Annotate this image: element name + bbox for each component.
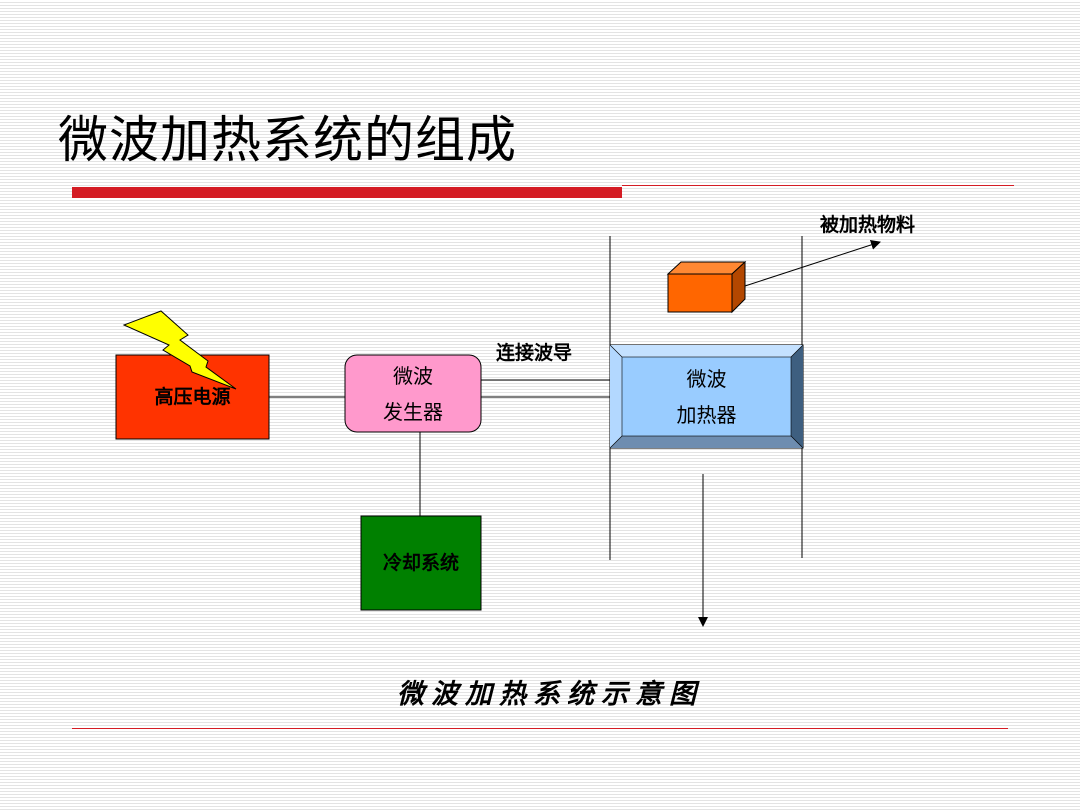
material-label: 被加热物料 (820, 214, 916, 236)
heater-label-line1: 微波 (686, 367, 727, 391)
power-supply-label: 高压电源 (154, 386, 231, 408)
lightning-icon (122, 310, 237, 390)
material-block (666, 260, 747, 314)
cooling-label: 冷却系统 (382, 552, 459, 574)
microwave-generator-box (344, 354, 482, 433)
footer-rule (72, 728, 1008, 729)
heater-label-line2: 加热器 (676, 403, 737, 427)
material-pointer-arrow (744, 240, 881, 287)
title-underline-bar (72, 187, 622, 198)
generator-label-line1: 微波 (393, 364, 433, 388)
microwave-heater-box (609, 344, 804, 449)
title-underline-thin (622, 185, 1014, 186)
generator-label-line2: 发生器 (383, 400, 443, 424)
heater-label-box: 微波 加热器 (622, 359, 791, 435)
page-title: 微波加热系统的组成 (58, 111, 517, 169)
diagram-caption: 微波加热系统示意图 (397, 679, 703, 710)
cooling-system-box (360, 515, 482, 611)
power-supply-label-box: 高压电源 (116, 355, 269, 439)
cooling-label-box: 冷却系统 (361, 516, 481, 610)
generator-label-box: 微波 发生器 (345, 356, 481, 432)
waveguide-label: 连接波导 (496, 342, 573, 364)
